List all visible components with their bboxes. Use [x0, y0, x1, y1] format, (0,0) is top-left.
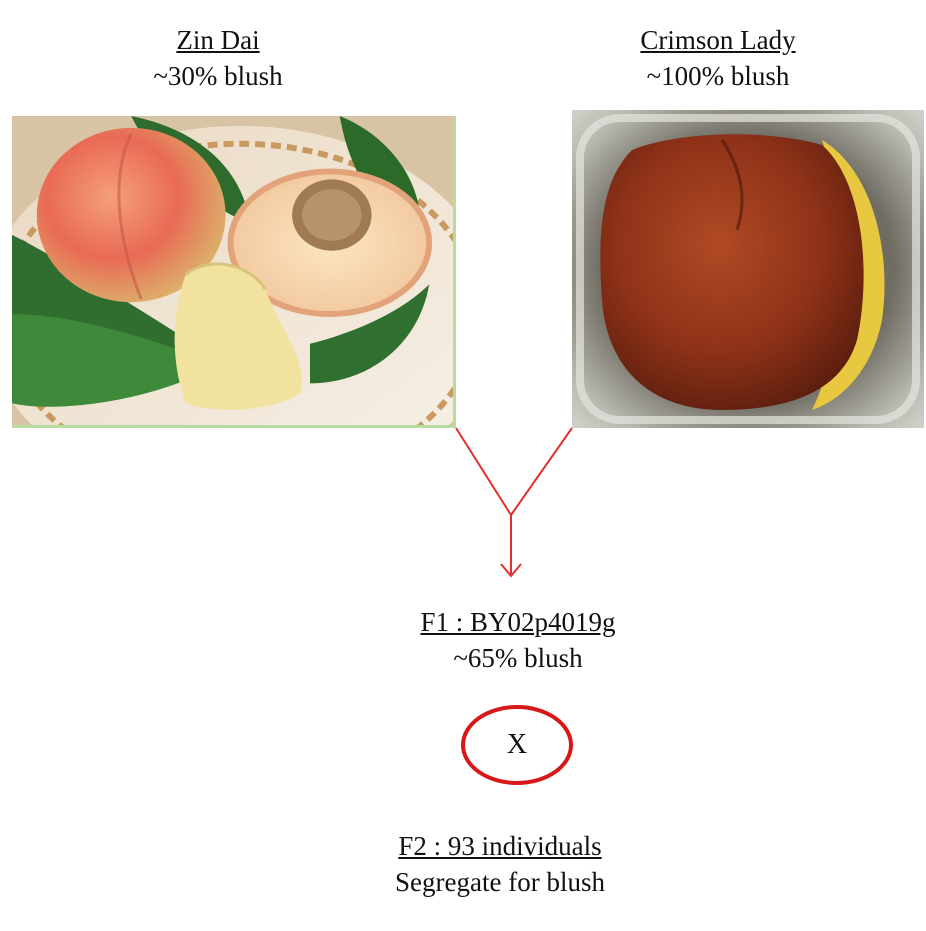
- f1-name: F1 : BY02p4019g: [348, 604, 688, 640]
- parent2-name: Crimson Lady: [598, 22, 838, 58]
- parent1-blush: ~30% blush: [98, 58, 338, 94]
- connector-right-line: [511, 428, 572, 515]
- parent1-photo: [12, 116, 456, 428]
- red-peach-icon: [572, 110, 924, 428]
- self-cross-mark: X: [460, 703, 574, 787]
- connector-left-line: [456, 428, 511, 515]
- parent1-name: Zin Dai: [98, 22, 338, 58]
- arrow-down-icon: [501, 564, 521, 576]
- parent1-label: Zin Dai ~30% blush: [98, 22, 338, 94]
- f1-label: F1 : BY02p4019g ~65% blush: [348, 604, 688, 676]
- f2-name: F2 : 93 individuals: [300, 828, 700, 864]
- parent2-blush: ~100% blush: [598, 58, 838, 94]
- peach-halves-icon: [12, 116, 453, 425]
- f2-description: Segregate for blush: [300, 864, 700, 900]
- f1-blush: ~65% blush: [348, 640, 688, 676]
- f2-label: F2 : 93 individuals Segregate for blush: [300, 828, 700, 900]
- parent2-label: Crimson Lady ~100% blush: [598, 22, 838, 94]
- parent2-photo: [572, 110, 924, 428]
- cross-symbol: X: [460, 703, 574, 787]
